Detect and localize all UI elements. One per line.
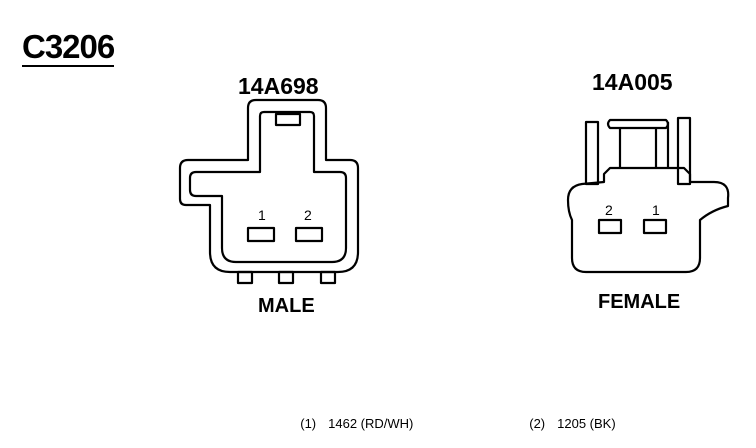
female-part-number: 14A005 [592, 69, 673, 95]
male-connector-outline [178, 98, 360, 285]
male-part-number: 14A698 [238, 73, 319, 99]
male-terminal-2 [294, 226, 324, 243]
male-pin-stub [236, 270, 254, 285]
male-terminal-1 [246, 226, 276, 243]
female-pin-label-1: 1 [652, 202, 660, 218]
male-pin-label-1: 1 [258, 207, 266, 223]
male-latch-tab [274, 112, 302, 127]
legend-pin-2: (2) 1205 (BK) [522, 403, 616, 431]
male-label: MALE [258, 295, 315, 317]
connector-id-title: C3206 [22, 28, 115, 67]
legend-circuit: 1205 (BK) [557, 416, 616, 431]
female-latch-post-left [584, 120, 600, 186]
female-latch-post-right [676, 116, 692, 186]
female-connector-outline [566, 116, 730, 274]
female-terminal-2 [597, 218, 623, 235]
male-pin-stub [319, 270, 337, 285]
female-label: FEMALE [598, 291, 681, 313]
male-pin-label-2: 2 [304, 207, 312, 223]
legend-pin-number: (2) [529, 416, 546, 431]
female-terminal-1 [642, 218, 668, 235]
male-pin-stub [277, 270, 295, 285]
legend-pin-number: (1) [300, 416, 317, 431]
female-pin-label-2: 2 [605, 202, 613, 218]
legend-pin-1: (1) 1462 (RD/WH) [293, 403, 413, 431]
female-latch-bridge [606, 118, 670, 130]
legend-circuit: 1462 (RD/WH) [328, 416, 414, 431]
